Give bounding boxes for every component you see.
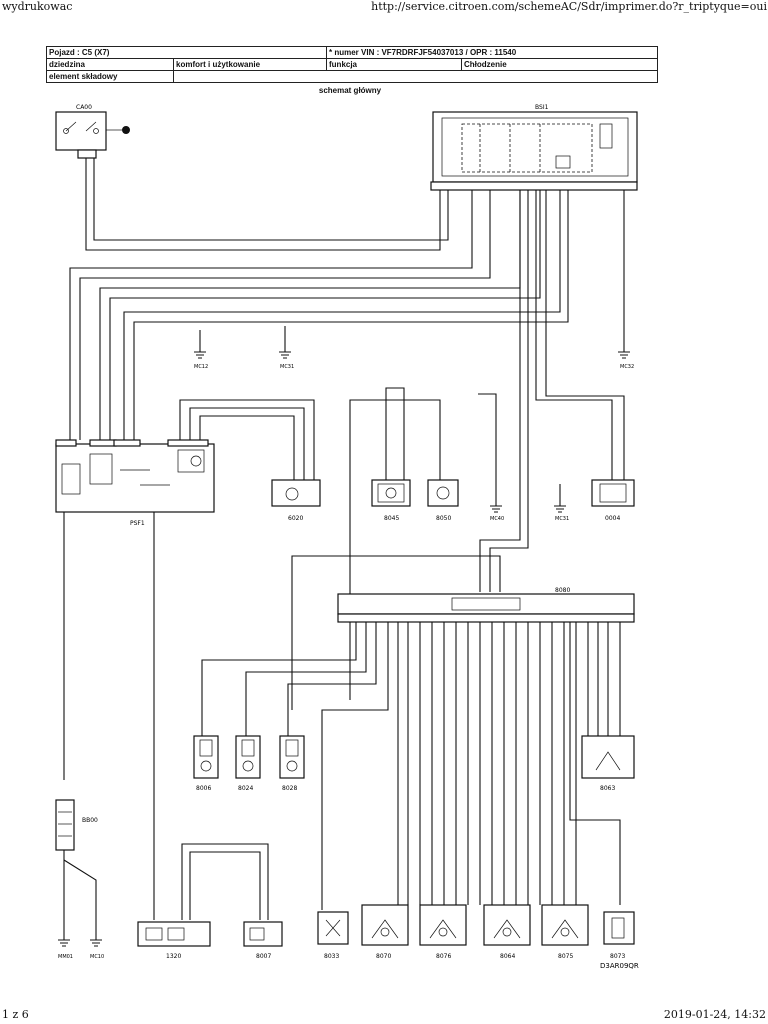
schematic-subtitle: schemat główny	[318, 86, 382, 95]
bsi-harness	[69, 158, 625, 440]
component-8006: 8006	[193, 735, 219, 792]
component-label: element składowy	[46, 70, 174, 83]
svg-text:8007: 8007	[256, 953, 271, 960]
svg-text:MC12: MC12	[194, 364, 208, 370]
svg-text:8075: 8075	[558, 953, 573, 960]
component-8063: 8063	[581, 735, 635, 792]
ground-mc12: MC12	[194, 330, 208, 370]
component-ca00: CA00	[55, 104, 130, 159]
svg-text:8028: 8028	[282, 785, 297, 792]
print-timestamp: 2019-01-24, 14:32	[663, 1008, 766, 1021]
drawing-reference: D3AR09QR	[600, 962, 639, 970]
svg-text:8033: 8033	[324, 953, 339, 960]
svg-text:0004: 0004	[605, 515, 620, 522]
svg-text:MC40: MC40	[490, 516, 504, 522]
svg-text:8024: 8024	[238, 785, 253, 792]
page-count: 1 z 6	[2, 1008, 29, 1021]
ground-mc31-top: MC31	[279, 326, 294, 370]
component-bsi1: BSI1	[430, 104, 638, 191]
vehicle-info-table: Pojazd : C5 (X7) * numer VIN : VF7RDRFJF…	[46, 46, 658, 83]
svg-text:8073: 8073	[610, 953, 625, 960]
ground-mc31-bottom: MC31	[554, 484, 569, 522]
component-label-ca00: CA00	[76, 104, 92, 111]
svg-text:8050: 8050	[436, 515, 451, 522]
svg-text:MC10: MC10	[90, 954, 104, 960]
component-8033: 8033	[317, 911, 349, 960]
print-header-url[interactable]: http://service.citroen.com/schemeAC/Sdr/…	[371, 0, 767, 13]
svg-text:MC31: MC31	[555, 516, 569, 522]
component-psf1: PSF1	[55, 439, 215, 527]
component-1320: 1320	[137, 512, 269, 960]
component-8024: 8024	[235, 735, 261, 792]
component-8064: 8064	[483, 904, 531, 960]
svg-text:8076: 8076	[436, 953, 451, 960]
key-icon	[122, 126, 130, 134]
svg-text:1320: 1320	[166, 953, 181, 960]
ground-mc10: MC10	[90, 939, 104, 960]
component-8028: 8028	[279, 735, 305, 792]
component-8076: 8076	[419, 904, 467, 960]
svg-text:8064: 8064	[500, 953, 515, 960]
ecu-harness	[201, 622, 621, 910]
component-8073: 8073	[569, 622, 635, 960]
ground-mc40: MC40	[478, 393, 504, 522]
component-label-psf1: PSF1	[130, 520, 145, 527]
svg-text:BB00: BB00	[82, 817, 98, 824]
component-0004: 0004	[535, 190, 635, 522]
print-header: wydrukowac http://service.citroen.com/sc…	[0, 0, 768, 14]
component-bb00: BB00	[55, 512, 98, 940]
ground-mm01: MM01	[58, 939, 73, 960]
svg-text:8080: 8080	[555, 587, 570, 594]
ground-mc32: MC32	[618, 340, 634, 370]
svg-text:MM01: MM01	[58, 954, 73, 960]
svg-text:MC31: MC31	[280, 364, 294, 370]
svg-text:MC32: MC32	[620, 364, 634, 370]
svg-text:8070: 8070	[376, 953, 391, 960]
component-label-bsi1: BSI1	[535, 104, 549, 111]
print-header-title: wydrukowac	[2, 0, 73, 13]
component-8050: 8050	[349, 399, 459, 700]
component-8075: 8075	[541, 904, 589, 960]
print-footer: 1 z 6 2019-01-24, 14:32	[0, 1008, 768, 1022]
component-8007: 8007	[243, 921, 283, 960]
component-8045: 8045	[371, 387, 411, 522]
svg-text:8063: 8063	[600, 785, 615, 792]
component-8070: 8070	[361, 904, 409, 960]
component-8080: 8080	[291, 190, 635, 710]
svg-text:6020: 6020	[288, 515, 303, 522]
svg-text:8006: 8006	[196, 785, 211, 792]
component-6020: 6020	[179, 399, 321, 522]
component-value	[173, 70, 658, 83]
svg-text:8045: 8045	[384, 515, 399, 522]
